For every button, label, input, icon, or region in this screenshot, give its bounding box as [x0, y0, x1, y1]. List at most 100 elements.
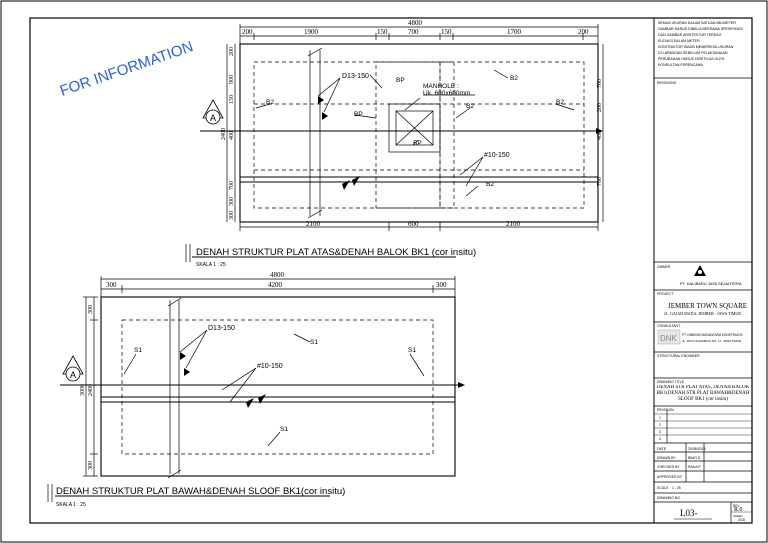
- svg-text:300: 300: [88, 461, 94, 470]
- drawing-no-label: DRAWING NO.: [657, 496, 681, 500]
- top-rebar-b: #10-150: [484, 152, 510, 159]
- svg-text:PERUBAHAN HARUS DISETUJUI OLEH: PERUBAHAN HARUS DISETUJUI OLEH: [658, 57, 725, 61]
- drawn-label: DRAWN BY: [657, 456, 676, 460]
- top-dim-seg-1: 1900: [304, 28, 319, 36]
- label-bp-top: BP: [396, 77, 405, 84]
- svg-text:SEMUA UKURAN DALAM SATUAN MILI: SEMUA UKURAN DALAM SATUAN MILIMETER: [658, 21, 736, 25]
- watermark: FOR INFORMATION: [58, 38, 196, 100]
- svg-text:900: 900: [229, 75, 235, 84]
- consultant-logo-box: [657, 329, 681, 345]
- top-section-marker: A: [202, 99, 224, 125]
- owner-heading: OWNER: [657, 265, 671, 269]
- bottom-section-marker: A: [62, 355, 84, 382]
- top-dim-bottom-1: 600: [408, 220, 419, 228]
- consultant-address: JL. RAYA SURABAYA NO. 17, JAWA TIMUR: [682, 339, 742, 343]
- consultant-name: PT. DIMENSI NUSANTARA KONSTRUKSI: [682, 333, 743, 337]
- checked-label: CHECKED BY: [657, 465, 680, 469]
- svg-text:700: 700: [229, 181, 235, 190]
- general-notes: SEMUA UKURAN DALAM SATUAN MILIMETER GAMB…: [658, 21, 743, 67]
- svg-text:2: 2: [659, 423, 661, 427]
- rev-value: R.0: [734, 507, 743, 513]
- top-left-dims: 2400 200 900 150 400 700 300 300: [221, 47, 235, 220]
- structural-heading: STRUCTURAL ENGINEER: [657, 354, 700, 358]
- svg-text:200: 200: [229, 47, 235, 56]
- date-label: DATE: [657, 447, 667, 451]
- label-bp-center: BP: [413, 140, 422, 147]
- checked-value: RAKA P: [688, 465, 701, 469]
- top-dim-bottom-0: 2100: [306, 220, 321, 228]
- label-bp-left: BP: [354, 111, 363, 118]
- bottom-plan: [47, 276, 460, 502]
- svg-text:GAMBAR HARUS DIBACA BERSAMA SP: GAMBAR HARUS DIBACA BERSAMA SPESIFIKASI: [658, 27, 743, 31]
- svg-text:300: 300: [229, 197, 235, 206]
- drawing-title: DENAH STR PLAT ATAS, DENAH BALOK BK1(DEN…: [656, 385, 750, 402]
- svg-text:KONSULTAN PERENCANA: KONSULTAN PERENCANA: [658, 63, 703, 67]
- scale-value: 1 : 25: [672, 486, 681, 490]
- label-s1-bottom: S1: [280, 426, 288, 433]
- top-right-dims: 700 200 400 700: [597, 79, 603, 186]
- top-dim-seg-0: 200: [242, 28, 253, 36]
- top-plan-scale: SKALA 1 : 25: [196, 262, 226, 268]
- svg-text:2400: 2400: [221, 128, 227, 140]
- label-b2-bottom: B2: [486, 181, 494, 188]
- bottom-section-letter: A: [70, 370, 76, 380]
- consultant-logo: DNK: [660, 334, 678, 343]
- top-plan-markers: [318, 96, 603, 190]
- project-name: JEMBER TOWN SQUARE: [668, 302, 747, 310]
- svg-text:300: 300: [229, 211, 235, 220]
- manhole-title: MANHOLE :: [423, 83, 459, 90]
- top-dim-seg-5: 1700: [507, 28, 522, 36]
- revision-table-heading: REVISION: [657, 408, 674, 412]
- bottom-plan-title: DENAH STRUKTUR PLAT BAWAH&DENAH SLOOF BK…: [56, 486, 345, 497]
- svg-text:DAN GAMBAR ARSITEKTUR TERKAIT: DAN GAMBAR ARSITEKTUR TERKAIT: [658, 33, 723, 37]
- top-overall-dim: 4800: [408, 19, 423, 27]
- bottom-plan-scale: SKALA 1 : 25: [56, 502, 86, 508]
- revisions-heading: REVISIONS: [657, 81, 677, 85]
- label-b2-right: B2: [556, 99, 564, 106]
- bottom-overall-dim: 4800: [270, 271, 285, 279]
- bottom-rebar-a: D13-150: [208, 325, 235, 332]
- rev-label: REV: [733, 504, 740, 508]
- svg-text:2400: 2400: [88, 384, 94, 396]
- manhole-size: Uk. 600x600mm: [423, 90, 470, 97]
- bottom-left-dims: 3000 300 2400 300: [80, 305, 94, 470]
- drawing-title-heading: DRAWING TITLE: [657, 380, 685, 384]
- revision-rows: 1 2 3 4: [659, 416, 661, 441]
- svg-text:400: 400: [229, 131, 235, 140]
- svg-text:KONTRAKTOR WAJIB MEMERIKSA UKU: KONTRAKTOR WAJIB MEMERIKSA UKURAN: [658, 45, 734, 49]
- consultant-heading: CONSULTANT: [657, 324, 681, 328]
- owner-logo: [694, 265, 706, 276]
- svg-text:700: 700: [597, 79, 603, 88]
- bottom-dim-seg-1: 4200: [268, 281, 283, 289]
- title-block-frame: [653, 18, 752, 523]
- svg-text:3: 3: [659, 430, 661, 434]
- svg-text:3000: 3000: [80, 384, 86, 396]
- svg-text:1: 1: [659, 416, 661, 420]
- svg-text:ELEVASI DALAM METER: ELEVASI DALAM METER: [658, 39, 700, 43]
- sheet-value: 3/18: [738, 518, 745, 522]
- label-b2-left: B2: [266, 99, 274, 106]
- top-plan-title: DENAH STRUKTUR PLAT ATAS&DENAH BALOK BK1…: [196, 247, 476, 258]
- date-value: 20/08/2014: [688, 447, 706, 451]
- top-dim-seg-6: 200: [578, 28, 589, 36]
- approved-label: APPROVED BY: [657, 475, 683, 479]
- svg-text:200: 200: [597, 103, 603, 112]
- bottom-plan-markers: [180, 352, 465, 408]
- drawing-no: L03-: [680, 508, 698, 518]
- svg-text:400: 400: [597, 131, 603, 140]
- label-b2-top: B2: [510, 75, 518, 82]
- top-dim-bottom-2: 2100: [506, 220, 521, 228]
- sheet-label: SHEET: [733, 514, 743, 518]
- top-dim-seg-4: 150: [441, 28, 452, 36]
- top-dim-seg-2: 150: [377, 28, 388, 36]
- label-b2-mid: B2: [466, 103, 474, 110]
- svg-text:DI LAPANGAN SEBELUM PELAKSANAA: DI LAPANGAN SEBELUM PELAKSANAAN: [658, 51, 728, 55]
- owner-name: PT. KALIBARU JAYA SEJAHTERA: [680, 281, 742, 286]
- label-s1-left: S1: [134, 347, 142, 354]
- bottom-dim-seg-2: 300: [436, 281, 447, 289]
- top-rebar-a: D13-150: [342, 73, 369, 80]
- bottom-rebar-b: #10-150: [257, 363, 283, 370]
- drawn-value: BIMO D: [688, 456, 701, 460]
- label-s1-right: S1: [408, 347, 416, 354]
